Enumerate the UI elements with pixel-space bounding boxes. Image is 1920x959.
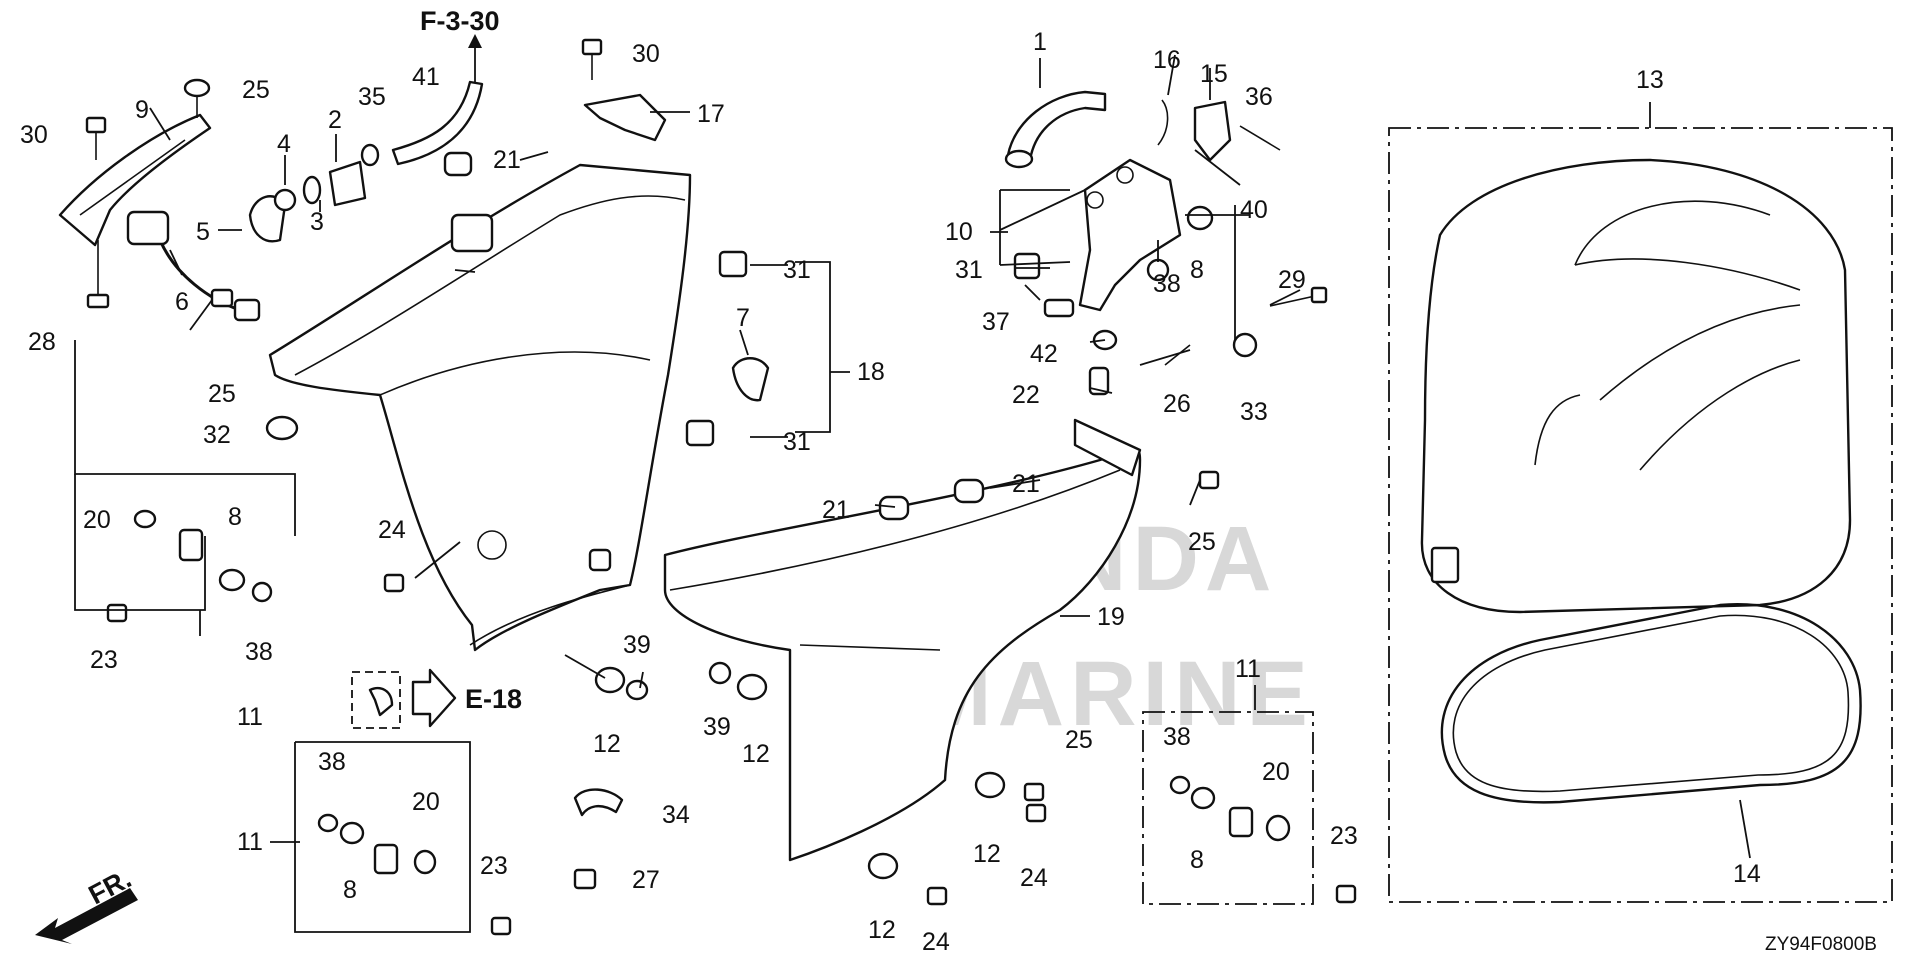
- ref-arrow-e18: [411, 668, 457, 728]
- hose-part-1: [1004, 90, 1107, 169]
- callout-22: 22: [1012, 381, 1040, 409]
- ref-e-18: E-18: [465, 684, 522, 714]
- callout-6: 6: [175, 288, 189, 316]
- callout-33: 33: [1240, 398, 1268, 426]
- callout-27: 27: [632, 866, 660, 894]
- callout-20-c: 20: [1262, 758, 1290, 786]
- callout-7: 7: [736, 304, 750, 332]
- callout-34: 34: [662, 801, 690, 829]
- callout-11-b: 11: [237, 828, 263, 856]
- switch-group-box-right: [1142, 711, 1314, 905]
- callout-23-c: 23: [1330, 822, 1358, 850]
- callout-41: 41: [412, 63, 440, 91]
- callout-12-b: 12: [742, 740, 770, 768]
- callout-1: 1: [1033, 28, 1047, 56]
- callout-24-c: 24: [922, 928, 950, 956]
- callout-12-d: 12: [868, 916, 896, 944]
- callout-20-a: 20: [83, 506, 111, 534]
- callout-8-c: 8: [1190, 846, 1204, 874]
- callout-17: 17: [697, 100, 725, 128]
- front-arrow: [35, 888, 138, 944]
- callout-23-a: 23: [90, 646, 118, 674]
- callout-29: 29: [1278, 266, 1306, 294]
- callout-25-d: 25: [1065, 726, 1093, 754]
- bracket-part-17: [583, 93, 667, 142]
- callout-11-c: 11: [1235, 655, 1261, 683]
- callout-38-d: 38: [1153, 270, 1181, 298]
- callout-36: 36: [1245, 83, 1273, 111]
- callout-40: 40: [1240, 196, 1268, 224]
- callout-24-b: 24: [1020, 864, 1048, 892]
- callout-31-a: 31: [783, 256, 811, 284]
- ref-f-3-30: F-3-30: [420, 6, 500, 36]
- callout-20-b: 20: [412, 788, 440, 816]
- callout-9: 9: [135, 96, 149, 124]
- callout-26: 26: [1163, 390, 1191, 418]
- callout-37: 37: [982, 308, 1010, 336]
- callout-8-a: 8: [228, 503, 242, 531]
- callout-31-b: 31: [783, 428, 811, 456]
- callout-12-a: 12: [593, 730, 621, 758]
- callout-21-b: 21: [822, 496, 850, 524]
- callout-42: 42: [1030, 340, 1058, 368]
- callout-38-c: 38: [1163, 723, 1191, 751]
- callout-39-a: 39: [623, 631, 651, 659]
- leader-lines: [74, 54, 1751, 933]
- engine-cover-part-13: [1420, 158, 1852, 614]
- callout-21-c: 21: [1012, 470, 1040, 498]
- callout-2: 2: [328, 106, 342, 134]
- callout-25-b: 25: [208, 380, 236, 408]
- callout-30-b: 30: [20, 121, 48, 149]
- cover-seal-part-14: [1440, 603, 1862, 804]
- hose-part-41: [391, 80, 484, 166]
- callout-4: 4: [277, 130, 291, 158]
- callout-8-b: 8: [343, 876, 357, 904]
- cover-group-box: [1388, 127, 1893, 903]
- callout-38-a: 38: [245, 638, 273, 666]
- callout-16: 16: [1153, 46, 1181, 74]
- small-hardware: [85, 38, 1357, 936]
- callout-25-c: 25: [1188, 528, 1216, 556]
- callout-13: 13: [1636, 66, 1664, 94]
- callout-25-a: 25: [242, 76, 270, 104]
- callout-11-a: 11: [237, 703, 263, 731]
- callout-14: 14: [1733, 860, 1761, 888]
- knob-assembly: [248, 143, 380, 243]
- callout-3: 3: [310, 208, 324, 236]
- callout-8-d: 8: [1190, 256, 1204, 284]
- callout-31-c: 31: [955, 256, 983, 284]
- ref-arrow-f330-head: [468, 34, 482, 48]
- callout-numbers: 1 2 3 4 5 6 7 8 8 8 8 9 10 11 11 11 12 1…: [20, 28, 1761, 956]
- side-cover-left-part-18: [268, 163, 692, 652]
- callout-18: 18: [857, 358, 885, 386]
- lever-part-9: [58, 113, 212, 247]
- callout-39-b: 39: [703, 713, 731, 741]
- callout-32: 32: [203, 421, 231, 449]
- callout-35: 35: [358, 83, 386, 111]
- callout-21-a: 21: [493, 146, 521, 174]
- callout-23-b: 23: [480, 852, 508, 880]
- callout-38-b: 38: [318, 748, 346, 776]
- side-cover-right-part-19: [663, 418, 1142, 862]
- harness-part-6: [126, 210, 261, 322]
- callout-24-a: 24: [378, 516, 406, 544]
- diagram-code: ZY94F0800B: [1765, 934, 1877, 955]
- callout-10: 10: [945, 218, 973, 246]
- callout-19: 19: [1097, 603, 1125, 631]
- callout-30-a: 30: [632, 40, 660, 68]
- callout-5: 5: [196, 218, 210, 246]
- callout-28: 28: [28, 328, 56, 356]
- callout-12-c: 12: [973, 840, 1001, 868]
- callout-15: 15: [1200, 60, 1228, 88]
- bracket-part-10: [1078, 158, 1182, 312]
